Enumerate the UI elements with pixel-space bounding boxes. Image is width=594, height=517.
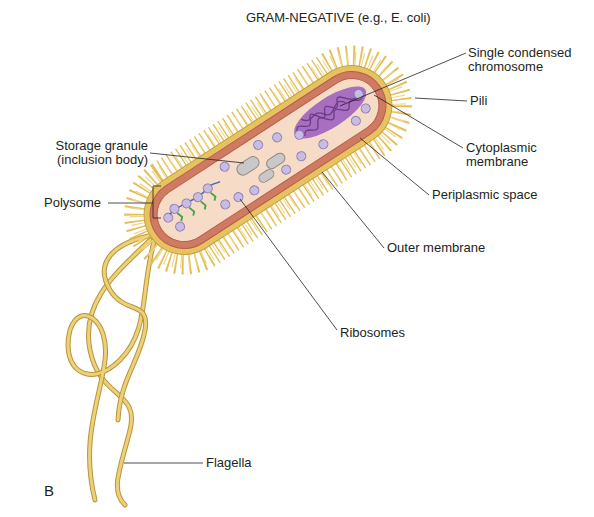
diagram-title: GRAM-NEGATIVE (e.g., E. coli): [246, 10, 431, 25]
storage-granule: [257, 168, 275, 184]
flagellum: [68, 238, 155, 500]
ribosome: [359, 102, 371, 114]
storage-granule: [235, 154, 262, 177]
panel-letter: B: [44, 482, 54, 499]
leader-line: [415, 98, 467, 101]
ribosome: [293, 129, 305, 141]
chromosome-strands: [293, 84, 365, 139]
chromosome: [287, 77, 374, 148]
part-label: Cytoplasmic membrane: [466, 141, 566, 169]
leader-line: [108, 203, 153, 204]
part-label: Periplasmic space: [432, 188, 538, 202]
polypeptide-chains: [176, 191, 218, 224]
ribosome: [174, 220, 186, 232]
ribosomes: [156, 78, 378, 244]
part-label: Pili: [470, 94, 487, 108]
part-label: Polysome: [44, 196, 101, 210]
part-label: Flagella: [206, 456, 252, 470]
mrna-strand: [169, 180, 221, 215]
polysome-bracket: [153, 186, 161, 218]
leader-line: [322, 172, 384, 248]
ribosome: [317, 138, 329, 150]
ribosome: [280, 163, 292, 175]
leader-line: [340, 53, 466, 106]
ribosome: [248, 184, 260, 196]
flagellum: [104, 236, 148, 420]
leader-line: [150, 153, 244, 163]
part-label: Ribosomes: [340, 326, 405, 340]
leader-line: [124, 463, 203, 464]
ribosome: [218, 160, 230, 172]
leader-line: [240, 199, 337, 330]
leader-lines: [108, 53, 467, 463]
part-label: Outer membrane: [387, 241, 485, 255]
flagella-group: [68, 236, 155, 505]
periplasmic-space: [137, 59, 399, 262]
ribosome: [271, 131, 283, 143]
cytoplasm: [147, 68, 389, 252]
flagellum-outline: [104, 236, 148, 420]
ribosome: [252, 139, 264, 151]
flagellum-outline: [68, 238, 155, 500]
ribosome: [232, 191, 244, 203]
part-label: Single condensed chromosome: [468, 46, 583, 74]
ribosome: [219, 198, 231, 210]
leader-line: [360, 138, 429, 195]
ribosome: [350, 115, 362, 127]
part-label: Storage granule (inclusion body): [30, 139, 148, 167]
ribosome: [295, 150, 307, 162]
polysome-ribosomes: [168, 181, 215, 217]
leader-line: [374, 95, 463, 148]
